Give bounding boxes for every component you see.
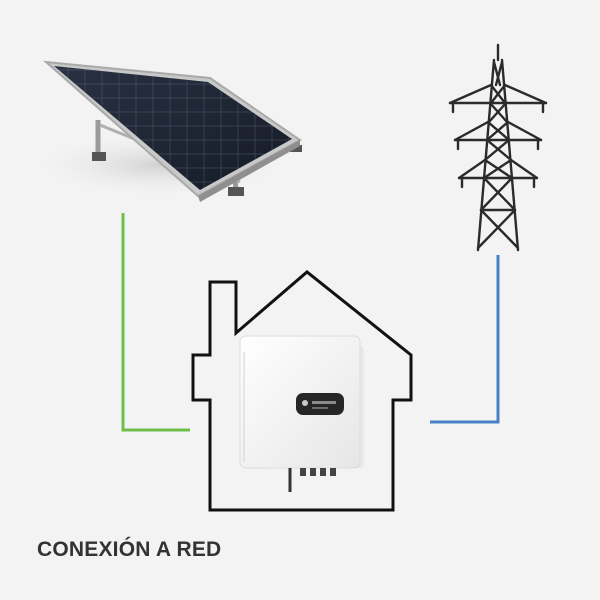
solar-panel-icon [40,60,302,202]
grid-to-house-cable [430,255,500,424]
panel-to-house-cable [121,213,190,432]
diagram-caption: CONEXIÓN A RED [37,538,222,561]
electricity-pylon-icon [448,43,548,252]
inverter-icon [239,335,364,492]
house-outline-icon [191,270,413,512]
